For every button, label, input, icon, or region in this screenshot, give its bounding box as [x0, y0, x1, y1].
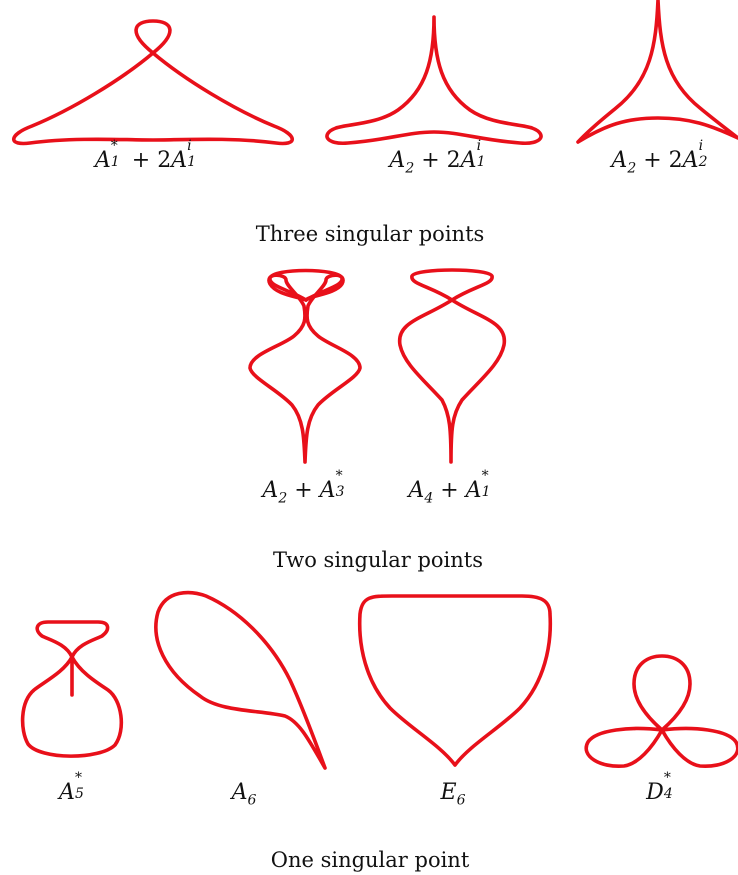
label-a2-a3s-plus: + [294, 478, 313, 503]
section-caption-two: Two singular points [272, 548, 484, 572]
label-a2-a3s: A2 + A*3 [262, 468, 345, 507]
label-a2-2a1i-base1: A [389, 148, 406, 173]
label-a1s-2a1i-base2: A [171, 148, 188, 173]
label-a5s: A*5 [59, 770, 84, 805]
curve-a2-a3s-top [268, 268, 344, 302]
label-a2-a3s-base1: A [262, 478, 279, 503]
curve-e6 [357, 594, 553, 767]
curve-a2-2a2i [576, 0, 738, 144]
label-a2-a3s-base2: A [319, 478, 336, 503]
label-e6: E6 [440, 780, 466, 808]
label-a4-a1s-sub1: 4 [424, 490, 434, 507]
label-a4-a1s: A4 + A*1 [408, 468, 491, 507]
label-d4s-base1: D [646, 780, 664, 805]
label-a2-2a2i-base1: A [611, 148, 628, 173]
label-a2-2a1i-sub1: 2 [405, 160, 415, 177]
label-a4-a1s-base1: A [408, 478, 425, 503]
label-a2-2a2i-sub1: 2 [627, 160, 637, 177]
curve-a2-a3s [248, 273, 362, 464]
label-a6-sub1: 6 [247, 792, 257, 809]
label-a4-a1s-plus: + [440, 478, 459, 503]
curve-a4-a1s [397, 268, 507, 464]
label-a6-base1: A [231, 780, 248, 805]
label-a2-a3s-sub1: 2 [278, 490, 288, 507]
label-a5s-base1: A [59, 780, 75, 805]
section-caption-three: Three singular points [255, 222, 485, 246]
label-e6-sub1: 6 [456, 792, 466, 809]
label-a2-2a1i-base2: A [460, 148, 477, 173]
label-a2-2a2i-base2: A [682, 148, 699, 173]
label-a2-2a1i-plus: + 2 [421, 148, 461, 173]
label-a1s-2a1i-base1: A [94, 148, 111, 173]
label-e6-base1: E [440, 780, 457, 805]
curve-d4s [584, 654, 738, 768]
label-a6: A6 [231, 780, 257, 808]
label-d4s: D*4 [646, 770, 673, 805]
label-a2-2a2i-plus: + 2 [643, 148, 683, 173]
section-caption-one: One singular point [270, 848, 470, 872]
curve-a5s [20, 620, 124, 758]
curve-a1s-2a1i [11, 19, 295, 146]
label-a1s-2a1i-plus: + 2 [131, 148, 172, 173]
curve-a6 [154, 590, 327, 770]
curve-a2-2a1i [325, 15, 543, 145]
label-a4-a1s-base2: A [465, 478, 482, 503]
